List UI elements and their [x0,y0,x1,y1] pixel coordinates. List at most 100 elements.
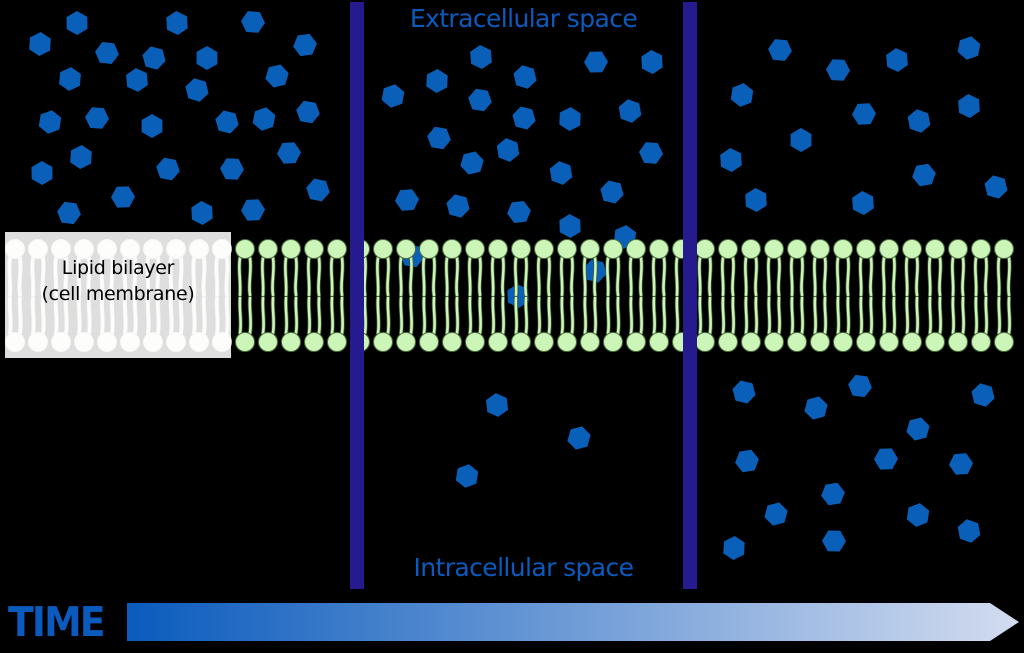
molecule-icon [559,214,581,238]
lipid-molecule [258,239,278,352]
molecule-icon [745,188,767,212]
molecule-icon [395,189,419,211]
molecule-icon [446,194,470,218]
molecule-icon [852,191,874,215]
molecule-icon [732,380,756,404]
molecule-icon [156,157,180,181]
molecule-icon [460,151,484,175]
molecule-icon [848,374,872,398]
molecule-icon [512,106,536,130]
molecule-icon [984,175,1008,199]
lipid-molecule [534,239,554,352]
molecule-icon [496,138,520,162]
lipid-molecule [235,239,255,352]
molecule-icon [912,163,936,187]
molecule-icon [277,142,301,164]
molecule-icon [852,103,876,125]
lipid-molecule [419,239,439,352]
molecule-icon [427,126,451,150]
lipid-molecule [281,239,301,352]
molecule-icon [66,11,88,35]
lipid-molecule [649,239,669,352]
lipid-molecule [442,239,462,352]
molecule-icon [906,417,930,441]
molecule-icon [958,94,980,118]
molecule-icon [196,46,218,70]
membrane-label-box [5,232,231,358]
molecule-icon [455,464,479,488]
molecule-icon [185,78,209,102]
lipid-molecule [787,239,807,352]
molecule-icon [191,201,213,225]
molecule-icon [949,453,973,475]
membrane-label: Lipid bilayer (cell membrane) [5,255,231,307]
molecule-icon [470,45,492,69]
lipid-molecule [948,239,968,352]
molecule-icon [639,142,663,164]
lipid-molecule [833,239,853,352]
molecule-icon [166,11,188,35]
molecule-icon [957,36,981,60]
molecule-icon [886,48,908,72]
lipid-molecule [879,239,899,352]
molecule-icon [906,503,930,527]
molecule-icon [567,426,591,450]
molecule-icon [790,128,812,152]
molecule-icon [768,39,792,61]
molecule-icon [641,50,663,74]
molecule-icon [252,107,276,131]
lipid-molecule [327,239,347,352]
molecule-icon [874,448,898,470]
molecule-icon [957,519,981,543]
lipid-molecule [511,239,531,352]
lipid-molecule [810,239,830,352]
molecules-in-membrane [400,244,607,308]
molecule-icon [306,178,330,202]
molecule-icon [822,530,846,552]
lipid-molecule [488,239,508,352]
molecule-icon [821,482,845,506]
molecule-icon [95,42,119,64]
molecule-icon [57,201,81,225]
molecule-icon [241,199,265,221]
lipid-molecule [925,239,945,352]
molecule-icon [618,99,642,123]
molecule-icon [971,383,995,407]
molecule-icon [513,65,537,89]
molecule-icon [126,68,148,92]
molecule-icon [70,145,92,169]
molecule-icon [265,64,289,88]
molecule-icon [468,88,492,112]
extracellular-label: Extracellular space [409,4,638,33]
molecule-icon [141,114,163,138]
molecule-icon [486,393,508,417]
lipid-molecule [695,239,715,352]
time-arrow-icon [127,603,1019,641]
molecule-icon [764,502,788,526]
molecule-icon [220,158,244,180]
lipid-molecule [304,239,324,352]
lipid-molecule [856,239,876,352]
molecule-icon [59,67,81,91]
molecule-icon [426,69,448,93]
molecule-icon [804,396,828,420]
lipid-molecule [718,239,738,352]
molecule-icon [215,110,239,134]
molecule-icon [549,161,573,185]
molecule-icon [735,449,759,473]
molecule-icon [559,107,581,131]
molecule-icon [723,536,745,560]
lipid-molecule [557,239,577,352]
lipid-molecule [741,239,761,352]
molecule-icon [142,46,166,70]
molecule-icon [826,59,850,81]
lipid-molecule [603,239,623,352]
molecule-icon [730,83,754,107]
lipid-molecule [764,239,784,352]
molecule-icon [907,109,931,133]
intracellular-label: Intracellular space [413,553,635,582]
molecule-icon [241,11,265,33]
panel-divider [683,2,697,589]
lipid-molecule [580,239,600,352]
molecule-icon [600,180,624,204]
